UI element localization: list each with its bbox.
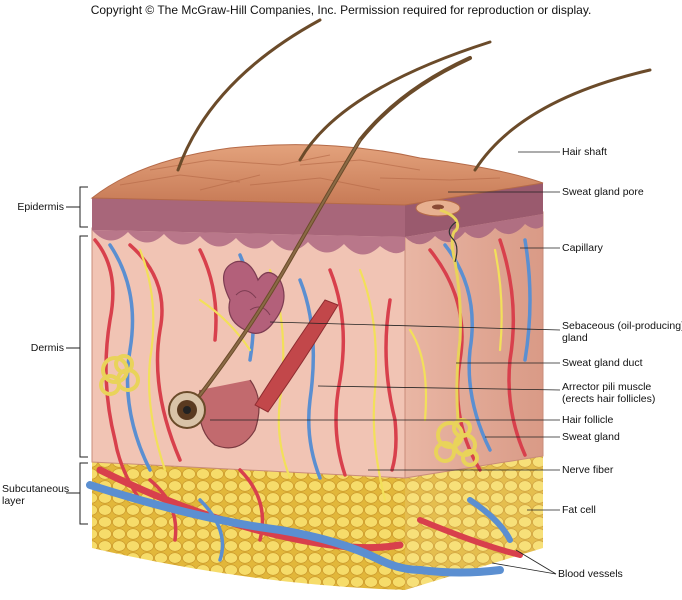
label-sebaceous-gland: Sebaceous (oil-producing) gland xyxy=(562,320,682,344)
label-sebaceous-line1: Sebaceous (oil-producing) xyxy=(562,320,682,332)
sweat-gland-right xyxy=(434,418,479,467)
label-fat-cell: Fat cell xyxy=(562,504,596,516)
copyright-notice: Copyright © The McGraw-Hill Companies, I… xyxy=(90,3,592,17)
label-sweat-gland: Sweat gland xyxy=(562,431,620,443)
sweat-gland-duct-epidermal xyxy=(448,221,458,263)
epidermis-layer xyxy=(92,183,543,255)
label-capillary: Capillary xyxy=(562,242,603,254)
hair-shafts xyxy=(176,18,652,397)
sweat-gland-duct xyxy=(439,208,462,421)
hair-follicle xyxy=(168,379,260,449)
label-arrector-pili: Arrector pili muscle (erects hair follic… xyxy=(562,381,655,405)
label-subcutaneous-line2: layer xyxy=(2,495,25,507)
arrector-pili-muscle xyxy=(254,299,339,413)
layer-brackets xyxy=(66,186,88,525)
label-hair-shaft: Hair shaft xyxy=(562,146,607,158)
label-dermis: Dermis xyxy=(30,342,64,354)
sweat-gland-left xyxy=(99,354,140,396)
label-subcutaneous: Subcutaneous layer xyxy=(2,483,69,507)
label-sweat-gland-pore: Sweat gland pore xyxy=(562,186,644,198)
label-sweat-gland-duct: Sweat gland duct xyxy=(562,357,643,369)
label-nerve-fiber: Nerve fiber xyxy=(562,464,614,476)
label-hair-follicle: Hair follicle xyxy=(562,414,614,426)
leader-lines xyxy=(210,151,561,575)
label-sebaceous-line2: gland xyxy=(562,332,588,344)
label-subcutaneous-line1: Subcutaneous xyxy=(2,483,70,495)
skin-surface xyxy=(90,144,544,217)
label-epidermis: Epidermis xyxy=(17,201,64,213)
label-blood-vessels: Blood vessels xyxy=(558,568,623,580)
label-arrector-line1: Arrector pili muscle xyxy=(562,381,652,393)
label-arrector-line2: (erects hair follicles) xyxy=(562,393,656,405)
